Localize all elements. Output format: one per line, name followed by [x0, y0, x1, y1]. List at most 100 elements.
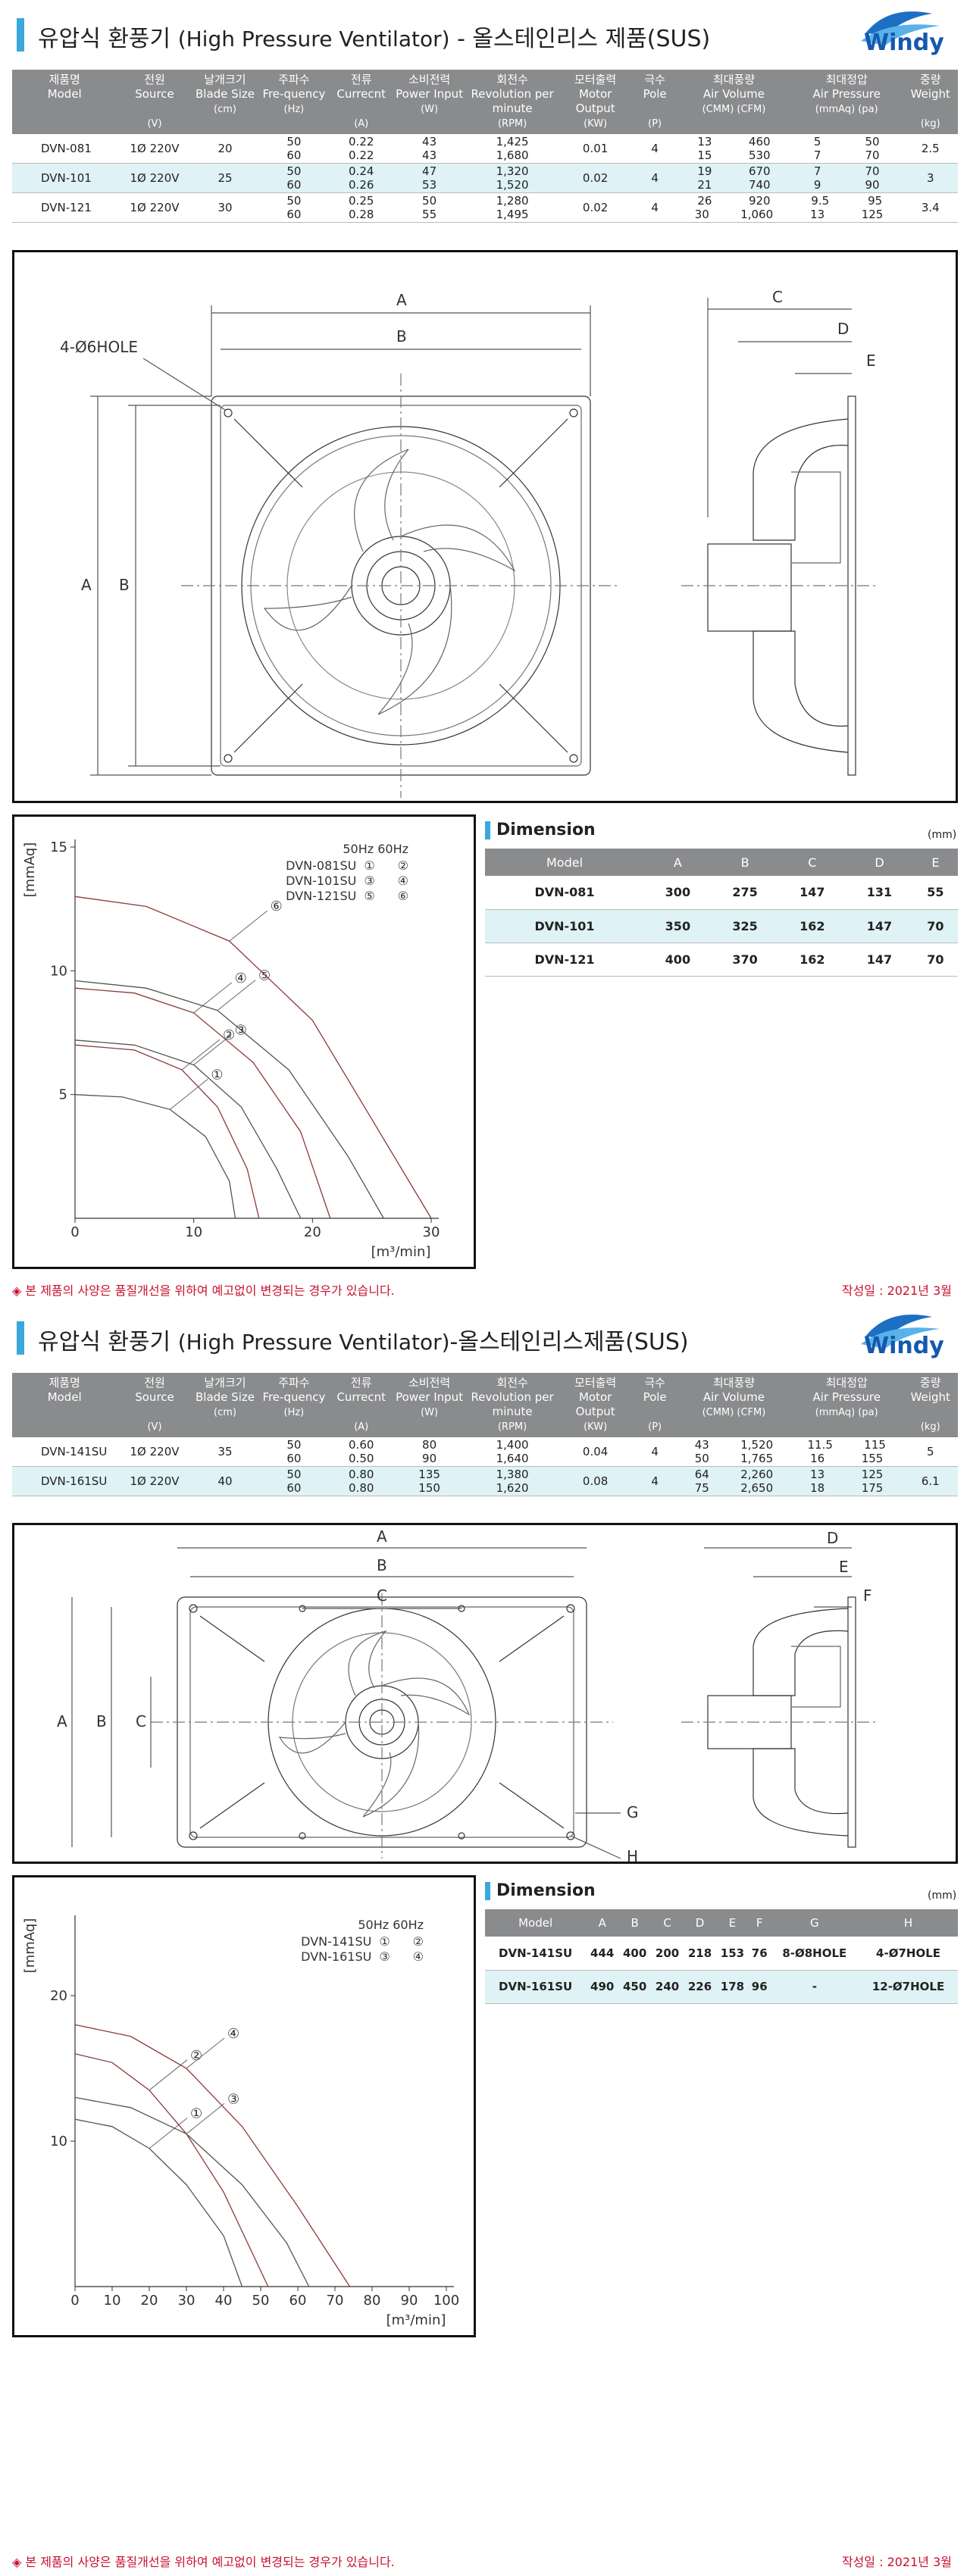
dimension-col-header: B [711, 849, 779, 876]
air-pressure-cell-primary: 18 [810, 1481, 825, 1495]
section-header: 유압식 환풍기 (High Pressure Ventilator)-올스테인리… [0, 1303, 970, 1367]
dimension-col-header: C [778, 849, 846, 876]
section-2: 유압식 환풍기 (High Pressure Ventilator)-올스테인리… [0, 1303, 970, 2569]
x-tick-label: 60 [289, 2293, 307, 2309]
series-line [74, 1094, 236, 1219]
series-line [74, 2053, 269, 2287]
rpm-cell-50hz: 1,280 [496, 194, 529, 208]
series-label: ③ [227, 2091, 239, 2107]
dimension-cell: 325 [711, 909, 779, 943]
dim-label-d: D [837, 320, 849, 338]
series-line [74, 2096, 310, 2287]
air-volume-cell-primary: 30 [694, 208, 709, 221]
source-cell: 1Ø 220V [117, 192, 192, 223]
series-line [74, 987, 331, 1219]
air-pressure-cell-primary: 5 [813, 135, 821, 148]
dim-label-f: F [863, 1587, 872, 1605]
source-cell: 1Ø 220V [117, 163, 192, 193]
hole-label: 4-Ø6HOLE [60, 338, 138, 356]
current-cell-60hz: 0.22 [349, 148, 374, 162]
dimension-cell: 450 [618, 1970, 652, 2004]
series-leader-line [181, 1039, 221, 1071]
series-label: ⑥ [271, 899, 283, 914]
side-flange [847, 1596, 856, 1848]
rpm-cell-60hz: 1,620 [496, 1481, 529, 1495]
dimension-col-header: Model [485, 1909, 587, 1937]
air-volume-cell-primary: 13 [697, 135, 712, 148]
pole-cell: 4 [632, 1466, 678, 1496]
air-volume-cell-secondary: 670 [748, 164, 771, 178]
pole-cell: 4 [632, 192, 678, 223]
dim-label-c: C [772, 288, 783, 306]
y-axis-label: [mmAq] [22, 1918, 38, 1974]
x-axis-label: [m³/min] [386, 2312, 446, 2328]
dimension-cell: 162 [778, 943, 846, 977]
y-tick-label: 20 [50, 1988, 67, 2004]
air-pressure-cell-secondary: 90 [865, 178, 880, 192]
air-pressure-cell-secondary: 70 [865, 148, 880, 162]
dimension-cell: 218 [684, 1937, 716, 1971]
air-pressure-cell-secondary: 115 [864, 1438, 886, 1452]
brand-name: Windy [864, 30, 944, 56]
series-line [74, 980, 384, 1219]
y-tick-label: 15 [50, 839, 67, 855]
series-label: ① [190, 2106, 202, 2122]
motor-cell: 0.02 [559, 192, 633, 223]
x-axis-label: [m³/min] [371, 1244, 431, 1260]
blade-cell: 25 [192, 163, 258, 193]
legend-model: DVN-141SU [301, 1934, 371, 1949]
dimension-cell: 300 [644, 876, 712, 910]
notice-text: ◈ 본 제품의 사양은 품질개선을 위하여 예고없이 변경되는 경우가 있습니다… [12, 1283, 395, 1298]
dimension-cell: 400 [618, 1937, 652, 1971]
x-tick-label: 50 [252, 2293, 270, 2309]
page-title: 유압식 환풍기 (High Pressure Ventilator)-올스테인리… [38, 1323, 689, 1356]
x-tick-label: 40 [215, 2293, 233, 2309]
air-volume-cell-primary: 43 [694, 1438, 709, 1452]
title-accent-bar [17, 1321, 24, 1355]
source-cell: 1Ø 220V [117, 134, 192, 164]
dimension-cell: 55 [912, 876, 958, 910]
series-line [74, 896, 432, 1219]
current-cell-50hz: 0.60 [349, 1438, 374, 1452]
title-english: (High Pressure Ventilator) [177, 27, 450, 52]
dim-label-c-vertical: C [136, 1712, 146, 1730]
power-cell-50hz: 50 [422, 194, 437, 208]
dimension-title: Dimension [485, 1881, 596, 1900]
date-text: 작성일 : 2021년 3월 [841, 2555, 952, 2569]
air-pressure-cell-primary: 11.5 [807, 1438, 833, 1452]
current-cell-60hz: 0.28 [349, 208, 374, 221]
blade-cell: 30 [192, 192, 258, 223]
